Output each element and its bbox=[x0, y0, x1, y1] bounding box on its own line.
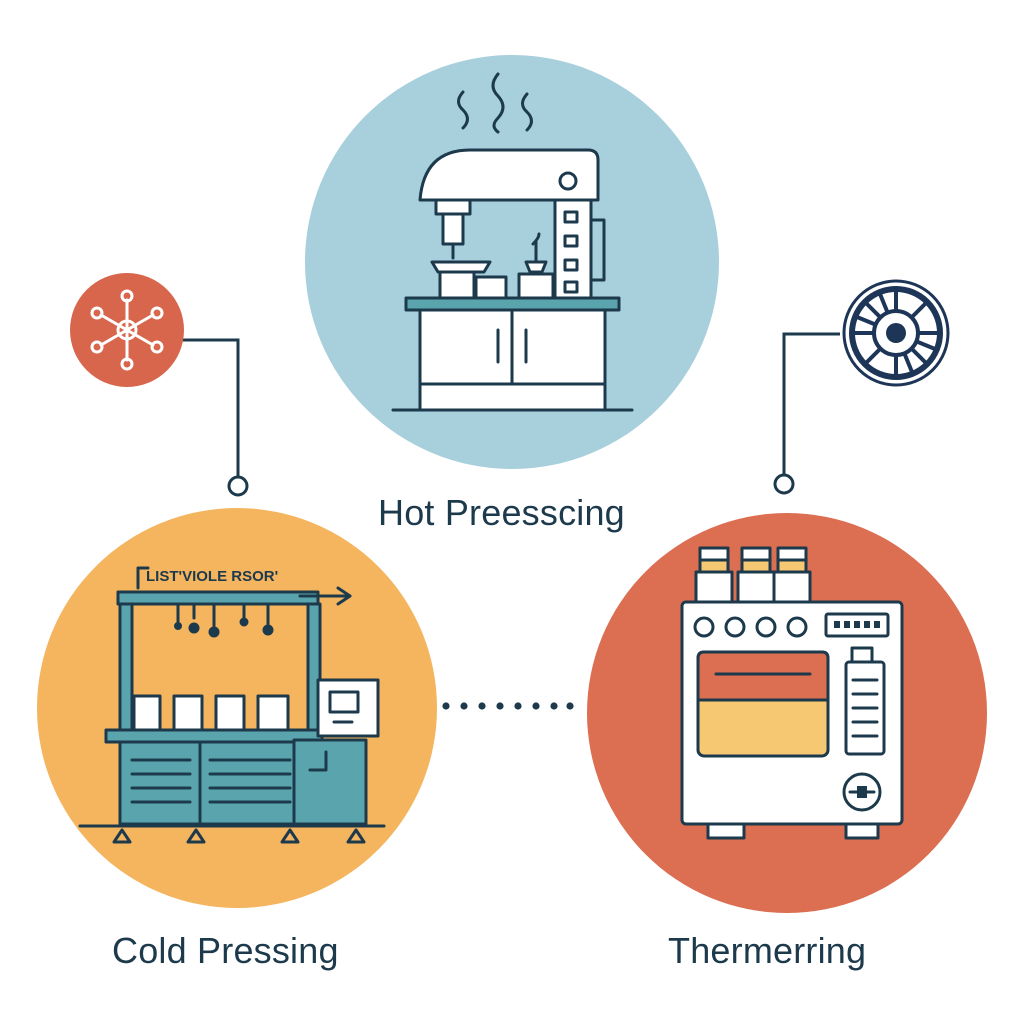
connector-right bbox=[773, 332, 840, 495]
cold-press-line-icon bbox=[78, 566, 386, 844]
hot-pressing-label: Hot Preesscing bbox=[378, 492, 625, 533]
thermerring-label: Thermerring bbox=[668, 930, 867, 971]
hot-pressing-node bbox=[305, 55, 719, 469]
cold-pressing-node: LIST'VIOLE RSOR' bbox=[37, 508, 437, 908]
dotted-connector bbox=[442, 702, 574, 710]
hot-press-machine-icon bbox=[391, 72, 634, 412]
thermerring-node bbox=[587, 513, 987, 913]
gear-wheel-icon bbox=[842, 279, 950, 387]
network-node-icon bbox=[70, 273, 184, 387]
thermal-oven-icon bbox=[680, 546, 904, 840]
cold-press-sign-text: LIST'VIOLE RSOR' bbox=[146, 568, 278, 585]
cold-pressing-label: Cold Pressing bbox=[112, 930, 339, 971]
connector-left bbox=[182, 338, 249, 497]
